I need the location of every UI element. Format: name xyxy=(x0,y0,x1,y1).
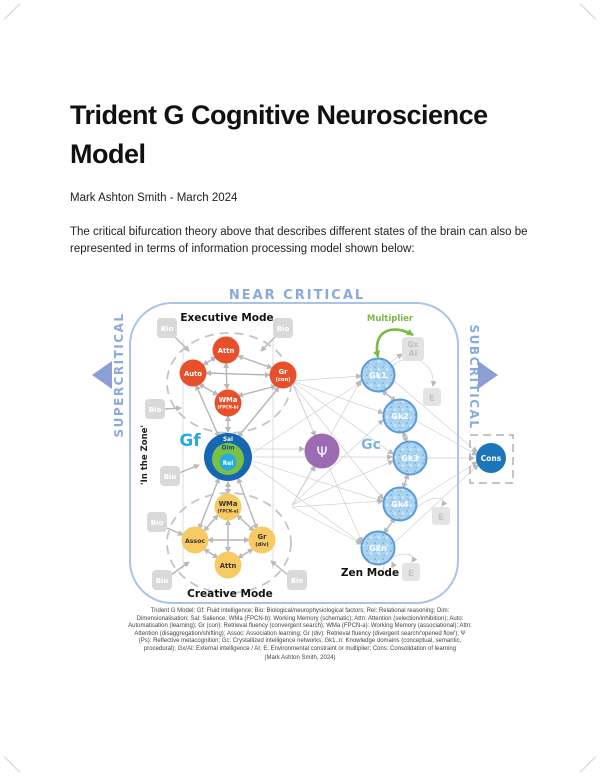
svg-text:Gr: Gr xyxy=(279,368,289,376)
bio-boxes: Bio Bio Bio Bio Bio Bio Bio xyxy=(145,318,307,590)
svg-text:E: E xyxy=(429,394,435,404)
e-box: E xyxy=(423,388,441,406)
svg-text:Gx: Gx xyxy=(408,340,419,349)
node-attn-creative: Attn xyxy=(214,551,242,579)
bio-box: Bio xyxy=(145,399,165,419)
subcritical-label: SUBCRITICAL xyxy=(467,325,481,430)
gc-label: Gc xyxy=(361,437,381,453)
svg-text:(con): (con) xyxy=(275,377,290,383)
bio-box: Bio xyxy=(160,466,180,486)
node-gk1: Gk1 xyxy=(360,357,396,393)
e-boxes: E E E xyxy=(402,388,450,581)
svg-text:WMa: WMa xyxy=(219,500,238,508)
svg-text:Attn: Attn xyxy=(218,347,235,355)
multiplier-label: Multiplier xyxy=(367,314,414,324)
core-rel-label: Rel xyxy=(223,461,233,467)
node-auto: Auto xyxy=(179,359,207,387)
caption-attribution: (Mark Ashton Smith, 2024) xyxy=(264,654,336,661)
svg-text:Cons: Cons xyxy=(481,454,502,463)
svg-text:Bio: Bio xyxy=(164,473,177,481)
caption-text: Trident G Model: Gf: Fluid intelligence;… xyxy=(128,608,472,652)
node-gk3: Gk3 xyxy=(392,440,428,476)
node-wma-executive: WMa (FPCN-b) xyxy=(214,389,242,417)
multiplier-arrow xyxy=(373,328,414,358)
svg-text:Bio: Bio xyxy=(277,325,290,333)
node-gk4: Gk4 xyxy=(382,486,418,522)
svg-text:E: E xyxy=(408,569,414,579)
critical-zone-frame xyxy=(129,302,459,604)
page-corner-mark xyxy=(3,756,21,773)
e-box: E xyxy=(402,563,420,581)
page-corner-mark xyxy=(579,756,597,773)
svg-text:(FPCN-b): (FPCN-b) xyxy=(217,405,238,410)
node-gk2: Gk2 xyxy=(382,398,418,434)
zen-mode-label: Zen Mode xyxy=(341,567,399,579)
svg-text:Gk2: Gk2 xyxy=(391,412,408,421)
svg-text:Auto: Auto xyxy=(184,370,202,378)
gf-core-node: Sal Dim Rel xyxy=(204,433,252,481)
page-title: Trident G Cognitive Neuroscience Model xyxy=(70,100,488,169)
gx-ai-box: Gx AI xyxy=(402,337,424,361)
node-assoc: Assoc xyxy=(181,526,209,554)
supercritical-arrow-icon xyxy=(92,361,112,389)
byline: Mark Ashton Smith - March 2024 xyxy=(70,192,238,204)
intro-paragraph: The critical bifurcation theory above th… xyxy=(70,226,528,255)
core-dim-label: Dim xyxy=(222,446,235,452)
cluster-arrows xyxy=(164,334,410,576)
svg-text:AI: AI xyxy=(409,349,418,358)
svg-text:Bio: Bio xyxy=(161,325,174,333)
svg-text:Bio: Bio xyxy=(149,406,162,414)
svg-text:Gk4: Gk4 xyxy=(391,500,409,509)
svg-text:(div): (div) xyxy=(255,542,269,548)
svg-text:Gk3: Gk3 xyxy=(401,454,418,463)
in-the-zone-label: 'In the Zone' xyxy=(140,425,150,485)
node-wma-creative: WMa (FPCN-a) xyxy=(214,493,242,521)
svg-text:WMa: WMa xyxy=(219,396,238,404)
bio-box: Bio xyxy=(152,570,172,590)
trident-model-figure: NEAR CRITICAL SUPERCRITICAL SUBCRITICAL … xyxy=(85,285,515,607)
svg-text:Gkn: Gkn xyxy=(369,544,387,553)
psi-symbol: Ψ xyxy=(316,445,327,461)
creative-nodes: WMa (FPCN-a) Assoc Gr (div) Attn xyxy=(181,493,276,579)
bio-box: Bio xyxy=(147,512,167,532)
cons-node: Cons xyxy=(476,443,506,473)
executive-nodes: Attn Auto Gr (con) WMa (FPCN-b) xyxy=(179,336,297,417)
executive-mode-label: Executive Mode xyxy=(180,312,273,324)
svg-text:Bio: Bio xyxy=(156,577,169,585)
supercritical-label: SUPERCRITICAL xyxy=(112,312,126,437)
svg-text:Gk1: Gk1 xyxy=(369,371,387,380)
bio-box: Bio xyxy=(157,318,177,338)
svg-text:Attn: Attn xyxy=(220,562,237,570)
trident-model-diagram: NEAR CRITICAL SUPERCRITICAL SUBCRITICAL … xyxy=(92,288,514,604)
gf-label: Gf xyxy=(179,431,201,451)
subcritical-arrow-icon xyxy=(478,361,498,389)
psi-node: Ψ xyxy=(304,433,340,469)
creative-mode-label: Creative Mode xyxy=(187,588,273,600)
svg-text:Gr: Gr xyxy=(258,533,268,541)
svg-text:Bio: Bio xyxy=(291,577,304,585)
near-critical-label: NEAR CRITICAL xyxy=(229,288,365,303)
svg-text:(FPCN-a): (FPCN-a) xyxy=(218,509,239,514)
svg-text:Bio: Bio xyxy=(151,519,164,527)
creative-mode-ellipse xyxy=(166,492,292,594)
page-corner-mark xyxy=(579,3,597,20)
e-box: E xyxy=(432,507,450,525)
node-gr-div: Gr (div) xyxy=(248,526,276,554)
core-sal-label: Sal xyxy=(223,437,233,443)
bio-box: Bio xyxy=(273,318,293,338)
node-attn-executive: Attn xyxy=(212,336,240,364)
page-corner-mark xyxy=(3,3,21,20)
knowledge-nodes: Gk1 Gk2 Gk3 Gk4 Gkn xyxy=(360,357,428,566)
cons-dashed-frame xyxy=(469,434,514,484)
node-gkn: Gkn xyxy=(360,530,396,566)
bio-box: Bio xyxy=(287,570,307,590)
svg-text:E: E xyxy=(438,513,444,523)
svg-text:Assoc: Assoc xyxy=(185,538,205,545)
figure-caption: Trident G Model: Gf: Fluid intelligence;… xyxy=(128,608,472,662)
node-gr-con: Gr (con) xyxy=(269,361,297,389)
